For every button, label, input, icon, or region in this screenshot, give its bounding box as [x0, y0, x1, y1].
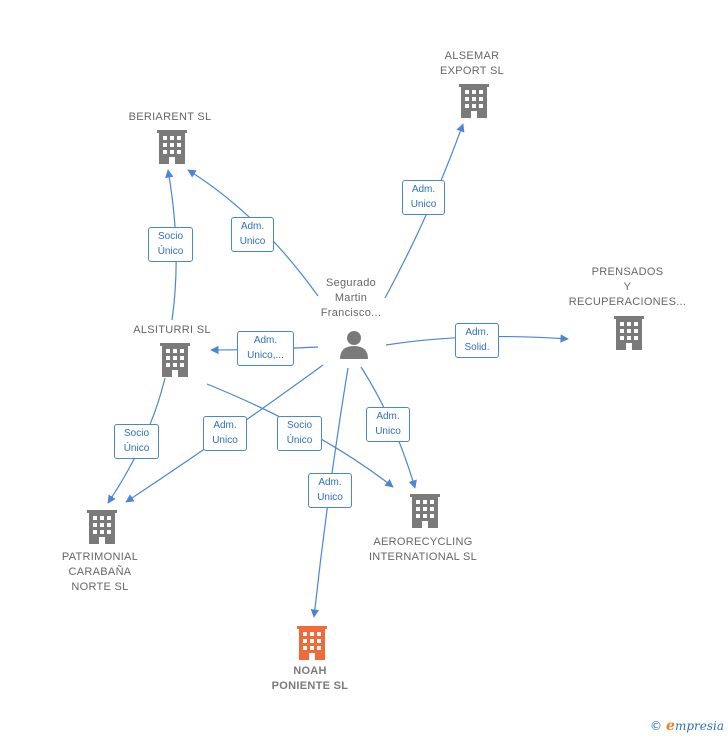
company-name-patrimonial[interactable]: PATRIMONIAL CARABAÑA NORTE SL — [61, 551, 139, 593]
edge-label-to-aerorecycling[interactable]: Adm. Unico — [366, 407, 410, 442]
edge-label-to-alsiturri[interactable]: Adm. Unico,... — [237, 331, 294, 366]
building-icon-prensados — [614, 316, 644, 350]
building-icon-patrimonial — [87, 510, 117, 544]
company-name-aerorecycling[interactable]: AERORECYCLING INTERNATIONAL SL — [368, 536, 478, 563]
company-name-beriarent[interactable]: BERIARENT SL — [128, 111, 212, 123]
company-name-prensados[interactable]: PRENSADOS Y RECUPERACIONES... — [568, 266, 687, 308]
edge-label-alsiturri-beriarent[interactable]: Socio Único — [148, 227, 193, 262]
edge-label-to-noah[interactable]: Adm. Unico — [308, 473, 352, 508]
edge-label-alsiturri-aerorecycling[interactable]: Socio Único — [277, 416, 322, 451]
edge-label-to-patrimonial[interactable]: Adm. Unico — [203, 416, 247, 451]
building-icon-alsemar — [459, 84, 489, 118]
building-icon-beriarent — [157, 130, 187, 164]
edge-label-alsiturri-patrimonial[interactable]: Socio Único — [114, 424, 159, 459]
edge-label-to-beriarent[interactable]: Adm. Unico — [231, 217, 274, 252]
building-icon-aerorecycling — [410, 494, 440, 528]
building-icon-alsiturri — [160, 343, 190, 377]
brand-rest: mpresia — [674, 719, 724, 733]
copyright-symbol: © — [650, 719, 663, 733]
brand-initial: e — [666, 718, 675, 734]
edge-label-to-prensados[interactable]: Adm. Solid. — [455, 323, 499, 358]
empresia-logo[interactable]: ©empresia — [650, 718, 724, 734]
company-name-alsemar[interactable]: ALSEMAR EXPORT SL — [439, 50, 505, 77]
edge-label-to-alsemar[interactable]: Adm. Unico — [402, 180, 445, 215]
building-icon-noah — [297, 626, 327, 660]
center-person-name[interactable]: Segurado Martin Francisco... — [320, 277, 382, 319]
company-name-noah[interactable]: NOAH PONIENTE SL — [271, 665, 349, 692]
person-icon — [340, 331, 368, 359]
company-name-alsiturri[interactable]: ALSITURRI SL — [133, 324, 211, 336]
